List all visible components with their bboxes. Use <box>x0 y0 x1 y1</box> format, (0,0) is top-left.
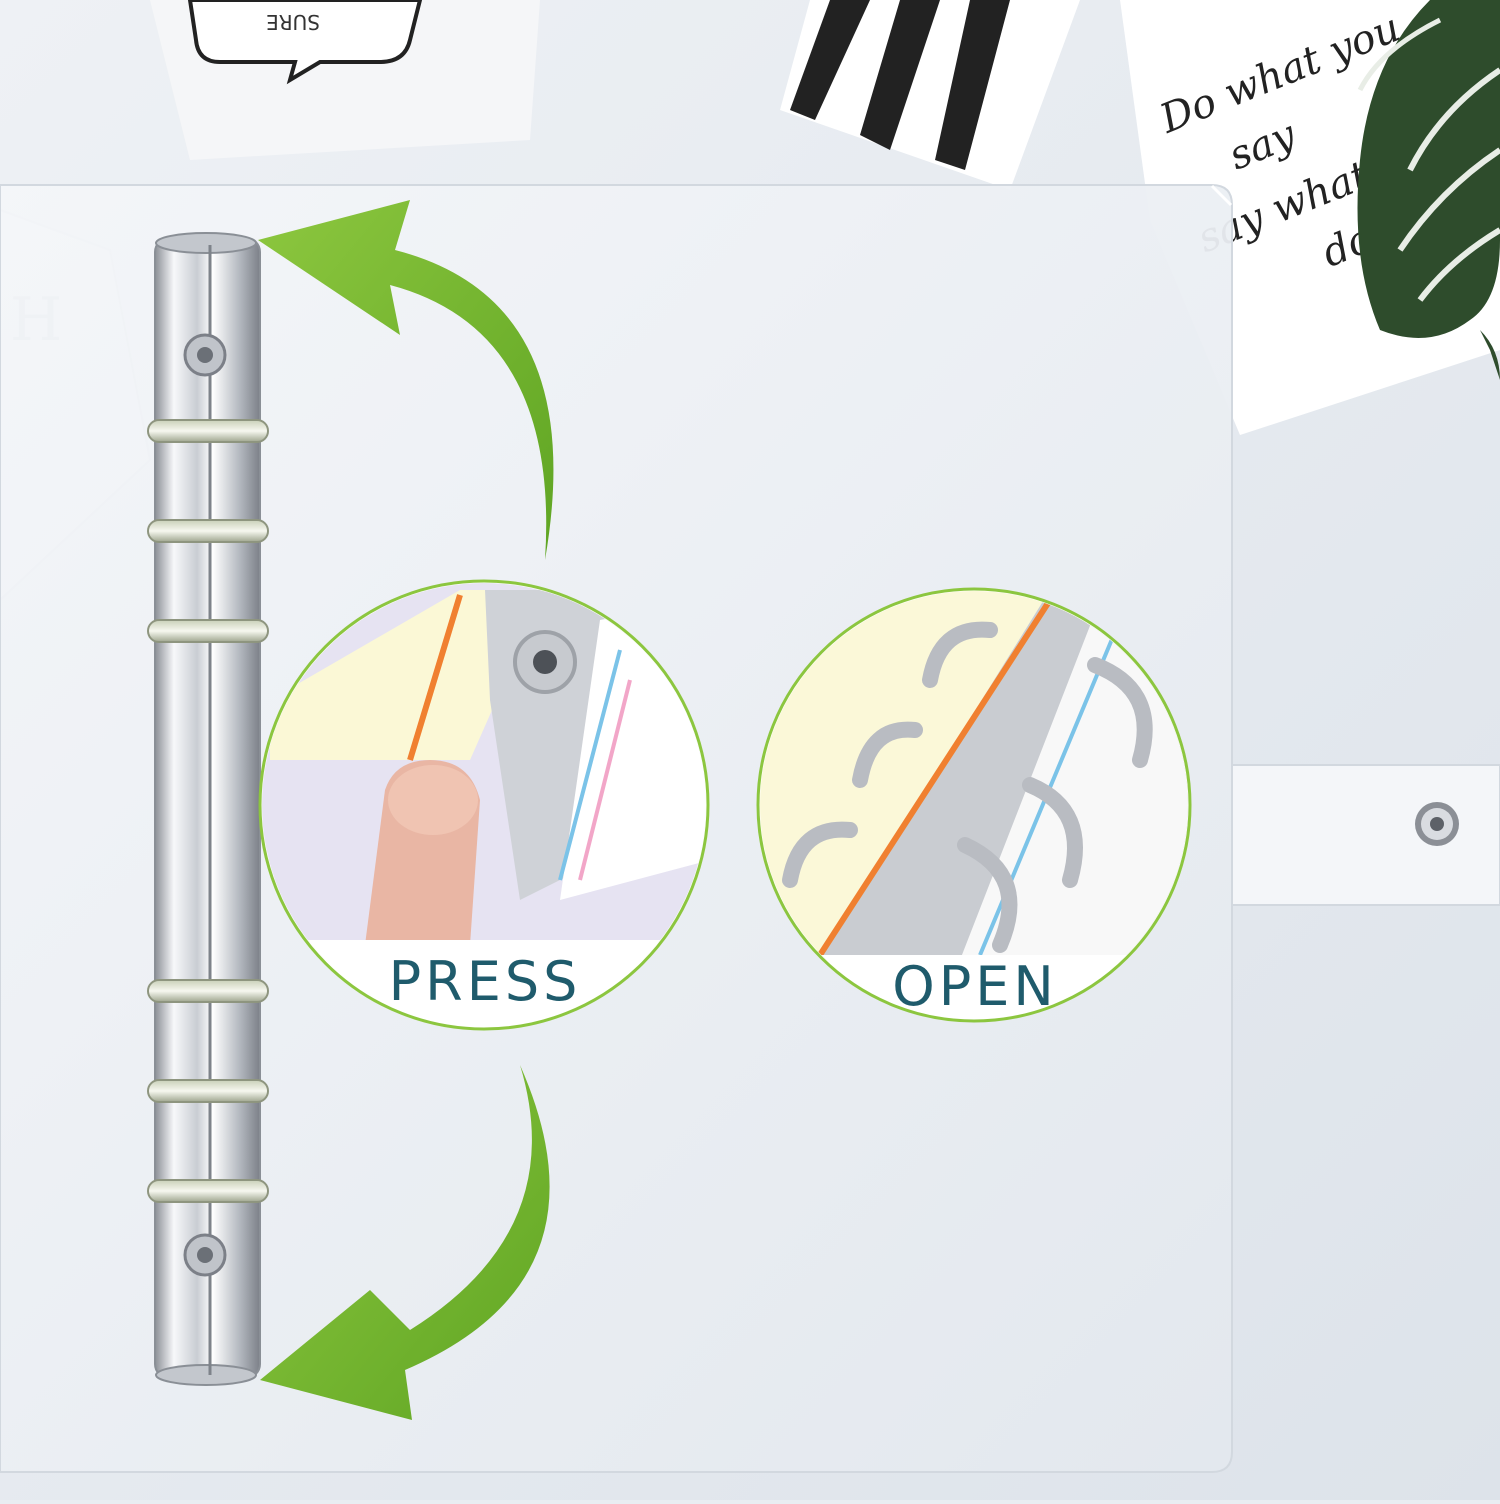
card-partial-text: SURE <box>266 10 320 34</box>
background-card-top: SURE <box>150 0 540 160</box>
ring-5 <box>148 1080 268 1102</box>
open-label: OPEN <box>860 955 1090 1018</box>
ring-3 <box>148 620 268 642</box>
ring-2 <box>148 520 268 542</box>
snap-strap <box>1232 765 1500 905</box>
ring-1 <box>148 420 268 442</box>
ring-6 <box>148 1180 268 1202</box>
ring-mechanism <box>148 233 268 1385</box>
press-label: PRESS <box>360 950 610 1013</box>
ring-4 <box>148 980 268 1002</box>
